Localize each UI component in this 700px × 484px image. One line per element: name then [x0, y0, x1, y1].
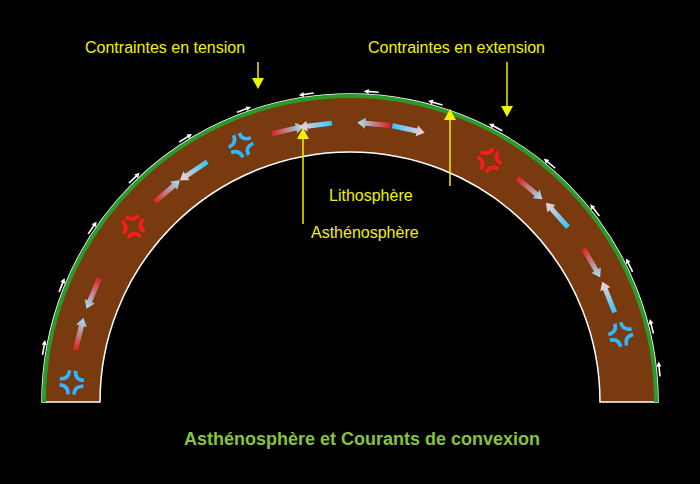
- cell-hook: [137, 219, 150, 232]
- asthenosphere-ring: [42, 94, 658, 402]
- surface-arrow: [542, 157, 557, 170]
- flow-arrows: [40, 89, 662, 396]
- flow-arrow-shape: [514, 174, 546, 204]
- surface-arrow-head: [60, 277, 67, 284]
- flow-arrow-shape: [391, 120, 426, 138]
- convection-cell-symbol: [59, 370, 85, 396]
- flow-arrow-shape: [597, 280, 620, 315]
- convection-cell-symbol: [116, 210, 150, 244]
- surface-arrow: [656, 361, 663, 376]
- convection-flow-arrow: [70, 317, 89, 352]
- convection-cell-symbol: [606, 320, 635, 349]
- flow-arrow-shape: [542, 199, 572, 231]
- layer-label: Lithosphère: [329, 187, 413, 205]
- convection-flow-arrow: [391, 120, 426, 138]
- surface-arrow: [488, 121, 504, 132]
- surface-arrow-head: [42, 340, 48, 346]
- convection-flow-arrow: [514, 174, 546, 204]
- convection-flow-arrow: [579, 246, 605, 280]
- surface-arrow-head: [364, 89, 369, 94]
- leader-arrowhead: [444, 109, 456, 120]
- flow-arrow-shape: [151, 176, 183, 206]
- surface-arrow-head: [298, 92, 304, 98]
- convection-flow-arrow: [597, 280, 620, 315]
- surface-arrow-head: [427, 98, 433, 104]
- surface-arrow-head: [542, 157, 549, 164]
- surface-arrow-head: [588, 203, 595, 210]
- convection-flow-arrow: [357, 117, 391, 131]
- cell-hook: [610, 338, 621, 349]
- cell-hook: [225, 135, 237, 147]
- cell-hook: [621, 320, 632, 331]
- cell-hook: [60, 370, 70, 380]
- stress-label: Contraintes en tension: [85, 39, 245, 57]
- stress-label: Contraintes en extension: [368, 39, 545, 57]
- surface-arrow: [127, 171, 141, 185]
- cell-hook: [606, 324, 617, 335]
- flow-arrow-shape: [81, 276, 104, 311]
- cell-hook: [245, 143, 257, 155]
- cell-hook: [75, 371, 85, 381]
- cell-hook: [128, 231, 141, 244]
- figure-caption: Asthénosphère et Courants de convexion: [184, 430, 540, 450]
- leader-line: [506, 62, 508, 108]
- layer-label: Asthénosphère: [311, 224, 419, 242]
- surface-arrow: [364, 89, 379, 95]
- surface-arrow: [40, 340, 48, 356]
- cell-hook: [481, 144, 493, 156]
- convection-flow-arrow: [542, 199, 572, 231]
- cell-hook: [74, 386, 84, 396]
- cell-hook: [116, 221, 129, 234]
- convection-flow-arrow: [177, 157, 211, 185]
- flow-arrow-shape: [357, 117, 391, 131]
- surface-arrow-head: [656, 361, 661, 366]
- leader-arrowhead: [252, 78, 264, 89]
- cell-hook: [231, 149, 243, 161]
- leader-arrowhead: [297, 128, 309, 139]
- surface-arrow-head: [134, 171, 141, 178]
- convection-cell-symbol: [225, 129, 256, 160]
- convection-cell-symbol: [473, 144, 506, 177]
- flow-arrow-shape: [177, 157, 211, 185]
- cell-hook: [624, 335, 635, 346]
- cell-hook: [473, 157, 485, 169]
- surface-arrow: [588, 203, 601, 218]
- cell-hook: [494, 151, 506, 163]
- cell-hook: [486, 164, 498, 176]
- leader-line: [257, 62, 259, 80]
- flow-arrow-shape: [70, 317, 89, 352]
- leader-line: [302, 137, 304, 224]
- convection-flow-arrow: [81, 276, 104, 311]
- surface-arrow-head: [246, 105, 252, 111]
- surface-arrow-head: [488, 121, 495, 128]
- lithosphere-band: [44, 96, 656, 402]
- cell-hook: [126, 210, 139, 223]
- leader-arrowhead: [501, 106, 513, 117]
- surface-arrow: [236, 105, 252, 115]
- surface-arrow: [57, 277, 67, 293]
- surface-arrow: [298, 91, 314, 98]
- leader-line: [449, 118, 451, 186]
- surface-arrow: [427, 98, 443, 107]
- surface-arrow-head: [647, 318, 653, 324]
- cell-hook: [59, 385, 69, 395]
- surface-arrow-head: [92, 220, 99, 227]
- surface-arrow: [624, 257, 635, 273]
- surface-arrow-head: [186, 132, 193, 139]
- surface-arrow: [178, 132, 193, 144]
- convection-flow-arrow: [151, 176, 183, 206]
- flow-arrow-shape: [579, 246, 605, 280]
- surface-arrow: [647, 318, 655, 334]
- cell-hook: [239, 129, 251, 141]
- surface-arrow-head: [624, 257, 631, 264]
- surface-arrow: [86, 220, 99, 235]
